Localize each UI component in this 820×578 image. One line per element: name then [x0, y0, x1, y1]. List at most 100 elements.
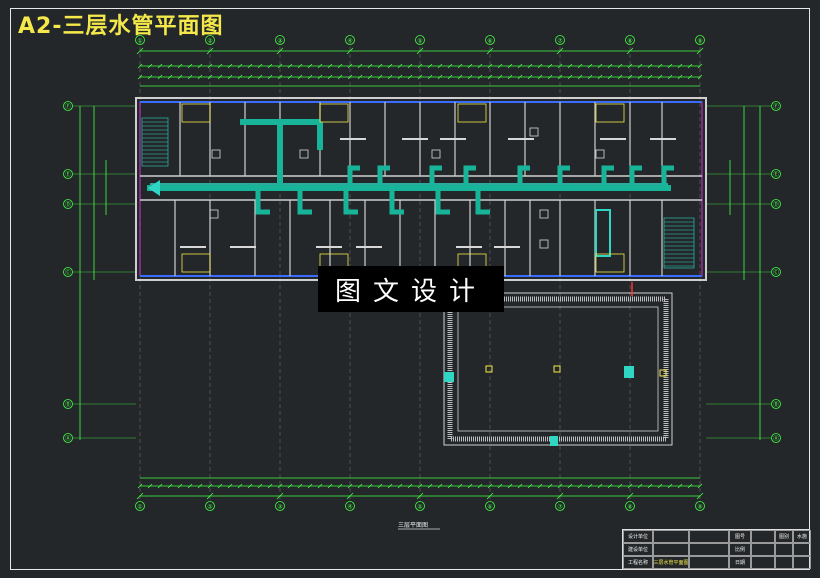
- dim-tick: [507, 74, 513, 80]
- dim-tick: [136, 492, 144, 500]
- dim-tick: [397, 483, 403, 489]
- axis-bubble: [63, 101, 73, 111]
- dim-tick: [427, 483, 433, 489]
- dim-tick: [167, 74, 173, 80]
- pipe-branch-up: [629, 165, 642, 188]
- axis-bubble: [485, 35, 495, 45]
- pipe-branch-down: [343, 188, 358, 215]
- dim-tick: [307, 74, 313, 80]
- dim-tick: [147, 74, 153, 80]
- dim-tick: [507, 63, 513, 69]
- room-label-mark: [650, 138, 676, 140]
- dim-tick: [147, 63, 153, 69]
- dim-tick: [597, 74, 603, 80]
- dim-tick: [567, 74, 573, 80]
- room-label-mark: [230, 246, 256, 248]
- axis-label: ②: [207, 38, 213, 45]
- dim-tick: [457, 483, 463, 489]
- dim-tick: [537, 74, 543, 80]
- dim-tick: [507, 483, 513, 489]
- axis-label: Ⓐ: [65, 435, 71, 443]
- dim-tick: [467, 63, 473, 69]
- axis-label: ⑤: [417, 38, 422, 45]
- dim-tick: [387, 483, 393, 489]
- dim-tick: [217, 483, 223, 489]
- axis-bubble: [555, 35, 565, 45]
- dim-tick: [297, 483, 303, 489]
- axis-label: ⑦: [557, 38, 563, 45]
- title-block-cell: 工程名称: [623, 556, 653, 569]
- dim-tick: [677, 483, 683, 489]
- axis-bubble: [771, 199, 781, 209]
- axis-bubble: [771, 101, 781, 111]
- dim-tick: [667, 74, 673, 80]
- title-block-cell: [689, 543, 729, 556]
- washroom-fixture: [181, 253, 211, 273]
- dim-tick: [477, 63, 483, 69]
- dim-tick: [407, 74, 413, 80]
- dim-tick: [447, 483, 453, 489]
- dim-tick: [207, 483, 213, 489]
- dim-tick: [587, 483, 593, 489]
- sink-fixture: [529, 127, 539, 137]
- dim-tick: [647, 63, 653, 69]
- axis-label: Ⓑ: [773, 401, 779, 409]
- pipe-branch-down: [297, 188, 312, 215]
- dim-tick: [397, 63, 403, 69]
- title-block-cell: 水施: [793, 530, 811, 543]
- dim-tick: [317, 63, 323, 69]
- dim-tick: [597, 483, 603, 489]
- washroom-fixture: [595, 103, 625, 123]
- pipe-arrow: [148, 180, 160, 196]
- dim-tick: [657, 63, 663, 69]
- room-label-mark: [356, 246, 382, 248]
- dim-tick: [346, 492, 354, 500]
- dim-tick: [377, 63, 383, 69]
- title-block-cell: [653, 543, 689, 556]
- dim-tick: [667, 483, 673, 489]
- dim-tick: [527, 63, 533, 69]
- title-block-cell: [689, 556, 729, 569]
- dim-tick: [147, 483, 153, 489]
- dim-tick: [227, 483, 233, 489]
- title-block-cell: [751, 556, 775, 569]
- pipe-branch-up: [661, 165, 674, 188]
- dim-tick: [357, 63, 363, 69]
- dim-tick: [276, 492, 284, 500]
- dim-tick: [177, 63, 183, 69]
- dim-tick: [527, 74, 533, 80]
- axis-label: ⑦: [557, 504, 563, 511]
- pipe-branch-up: [557, 165, 570, 188]
- room-label-mark: [402, 138, 428, 140]
- dim-tick: [217, 63, 223, 69]
- axis-label: ⑥: [487, 38, 492, 45]
- stair-left: [141, 117, 169, 167]
- dim-tick: [487, 63, 493, 69]
- dim-tick: [136, 47, 144, 55]
- dim-tick: [517, 63, 523, 69]
- dim-tick: [177, 74, 183, 80]
- dim-tick: [287, 63, 293, 69]
- dim-tick: [457, 63, 463, 69]
- axis-label: ⑥: [487, 504, 492, 511]
- dim-tick: [427, 74, 433, 80]
- dim-tick: [637, 63, 643, 69]
- dim-tick: [416, 47, 424, 55]
- axis-bubble: [63, 199, 73, 209]
- dim-tick: [567, 483, 573, 489]
- dim-tick: [197, 63, 203, 69]
- axis-bubble: [63, 399, 73, 409]
- dim-tick: [387, 63, 393, 69]
- dim-tick: [327, 483, 333, 489]
- axis-label: ③: [277, 504, 282, 511]
- sink-fixture: [539, 239, 549, 249]
- axis-label: Ⓔ: [773, 171, 779, 179]
- title-block-cell: [793, 556, 811, 569]
- dim-tick: [367, 74, 373, 80]
- title-block: 设计单位图号图别水施建设单位比例工程名称三层水管平面图日期: [622, 529, 811, 570]
- dim-tick: [327, 74, 333, 80]
- dim-tick: [237, 63, 243, 69]
- dim-tick: [357, 483, 363, 489]
